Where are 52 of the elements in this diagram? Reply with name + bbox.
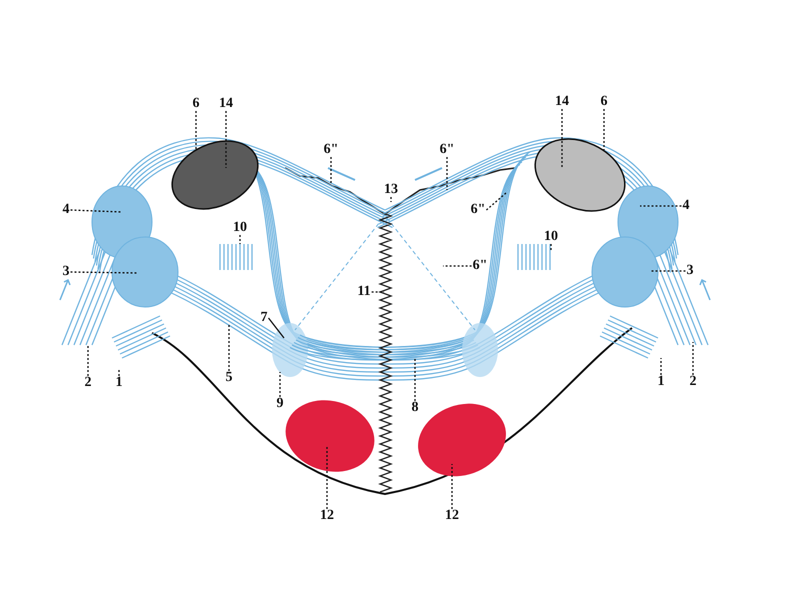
callout-number: 2 <box>84 376 92 390</box>
callout-number: 12 <box>319 509 335 523</box>
callout-number: 8 <box>410 401 420 415</box>
callout-number: 13 <box>383 183 399 197</box>
callout-number: 12 <box>444 509 460 523</box>
callout-number: 6" <box>438 143 456 157</box>
leader-line <box>603 109 605 150</box>
leader-line <box>414 358 416 401</box>
leader-line <box>486 192 506 210</box>
callout-number: 1 <box>656 375 666 389</box>
callout-number: 4 <box>682 199 690 213</box>
callout-number: 14 <box>554 95 570 109</box>
callout-number: 6" <box>472 259 488 273</box>
callout-number: 11 <box>356 285 372 299</box>
leader-line <box>87 345 89 376</box>
callout-number: 3 <box>62 265 70 279</box>
leader-line <box>239 235 241 244</box>
leader-line <box>451 464 453 509</box>
callout-number: 6" <box>470 203 486 217</box>
leader-line <box>279 372 281 397</box>
callout-number: 7 <box>260 311 268 325</box>
callout-number: 6 <box>600 95 608 109</box>
callout-number: 9 <box>276 397 284 411</box>
leader-line <box>443 265 472 267</box>
leader-line <box>390 197 392 202</box>
leader-line <box>550 244 552 250</box>
leader-line <box>372 291 384 293</box>
callout-number: 10 <box>232 221 248 235</box>
leader-line <box>446 157 448 190</box>
leader-line <box>268 318 285 338</box>
leader-line <box>650 270 686 272</box>
callout-number: 14 <box>218 97 234 111</box>
callout-number: 3 <box>686 264 694 278</box>
leader-line <box>692 342 694 375</box>
callout-number: 6 <box>192 97 200 111</box>
leader-line <box>640 205 682 207</box>
callout-number: 1 <box>114 376 124 390</box>
leader-line <box>660 358 662 375</box>
callout-number: 5 <box>224 371 234 385</box>
leader-line <box>330 157 332 184</box>
leader-line <box>195 111 197 150</box>
callout-number: 4 <box>62 203 70 217</box>
callout-number: 2 <box>688 375 698 389</box>
leader-line <box>70 209 122 213</box>
leader-line <box>228 325 230 371</box>
leader-line <box>70 271 138 274</box>
leader-line <box>326 446 328 509</box>
callout-number: 6" <box>322 143 340 157</box>
leader-line <box>225 111 227 168</box>
leader-line <box>118 368 120 376</box>
leader-line <box>561 109 563 168</box>
callout-number: 10 <box>543 230 559 244</box>
